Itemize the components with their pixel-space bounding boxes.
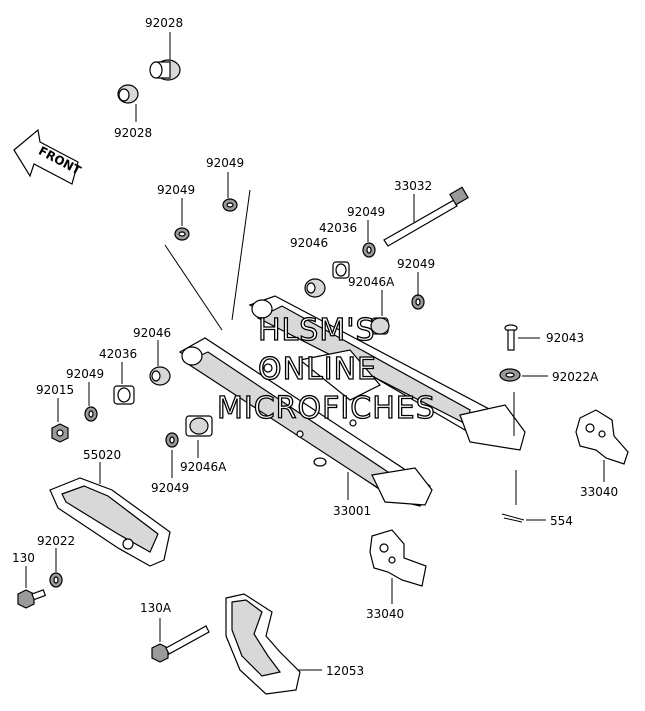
callout-33040-lower: 33040 bbox=[366, 607, 404, 621]
callout-42036-b: 42036 bbox=[99, 347, 137, 361]
callout-92022: 92022 bbox=[37, 534, 75, 548]
washer-92049-f bbox=[165, 432, 179, 448]
front-arrow: FRONT bbox=[13, 128, 84, 185]
collar-42036-b bbox=[113, 385, 135, 405]
callout-92046-a: 92046 bbox=[290, 236, 328, 250]
callout-12053: 12053 bbox=[326, 664, 364, 678]
washer-92049-a bbox=[174, 227, 190, 241]
callout-33032: 33032 bbox=[394, 179, 432, 193]
nut-92015 bbox=[51, 423, 69, 443]
guard-12053 bbox=[225, 593, 301, 695]
washer-92049-e bbox=[84, 406, 98, 422]
callout-55020: 55020 bbox=[83, 448, 121, 462]
adjuster-33040-right bbox=[575, 409, 629, 465]
callout-42036-a: 42036 bbox=[319, 221, 357, 235]
washer-92049-d bbox=[411, 294, 425, 310]
washer-92022 bbox=[49, 572, 63, 588]
watermark-line-1: HLSM'S bbox=[258, 313, 376, 348]
bolt-92043 bbox=[504, 324, 518, 351]
bushing-92046-b bbox=[149, 366, 171, 386]
bushing-92028-top bbox=[149, 59, 181, 81]
callout-92046A-a: 92046A bbox=[348, 275, 395, 289]
callout-92049-b: 92049 bbox=[206, 156, 244, 170]
washer-92049-b bbox=[222, 198, 238, 212]
callout-92049-d: 92049 bbox=[397, 257, 435, 271]
callout-92046-b: 92046 bbox=[133, 326, 171, 340]
callout-92046A-b: 92046A bbox=[180, 460, 227, 474]
callout-92022A: 92022A bbox=[552, 370, 599, 384]
callout-92049-c: 92049 bbox=[347, 205, 385, 219]
washer-92022A bbox=[499, 368, 521, 382]
bushing-92028-bottom bbox=[117, 84, 139, 104]
callout-130: 130 bbox=[12, 551, 35, 565]
callout-33001: 33001 bbox=[333, 504, 371, 518]
swingarm-33001 bbox=[178, 295, 526, 507]
watermark-line-2: ONLINE bbox=[258, 352, 377, 387]
adjuster-33040-lower bbox=[369, 529, 427, 587]
callout-33040-right: 33040 bbox=[580, 485, 618, 499]
callout-92049-f: 92049 bbox=[151, 481, 189, 495]
callout-92049-e: 92049 bbox=[66, 367, 104, 381]
watermark-line-3: MICROFICHES bbox=[217, 391, 436, 426]
callout-554: 554 bbox=[550, 514, 573, 528]
callout-92015: 92015 bbox=[36, 383, 74, 397]
callout-130A: 130A bbox=[140, 601, 172, 615]
bolt-130 bbox=[17, 589, 47, 609]
callout-92028-bottom: 92028 bbox=[114, 126, 152, 140]
collar-42036-a bbox=[332, 261, 350, 279]
bolt-130A bbox=[151, 625, 210, 663]
bushing-92046A-a bbox=[370, 317, 390, 335]
watermark: HLSM'S ONLINE MICROFICHES bbox=[216, 312, 436, 426]
cotter-pin-554 bbox=[501, 513, 525, 523]
callout-92049-a: 92049 bbox=[157, 183, 195, 197]
chain-slider-55020 bbox=[49, 477, 171, 567]
bushing-92046-a bbox=[304, 278, 326, 298]
callout-92028-top: 92028 bbox=[145, 16, 183, 30]
callout-92043: 92043 bbox=[546, 331, 584, 345]
bushing-92046A-b bbox=[185, 415, 213, 437]
washer-92049-c bbox=[362, 242, 376, 258]
pivot-shaft-33032 bbox=[383, 186, 469, 247]
